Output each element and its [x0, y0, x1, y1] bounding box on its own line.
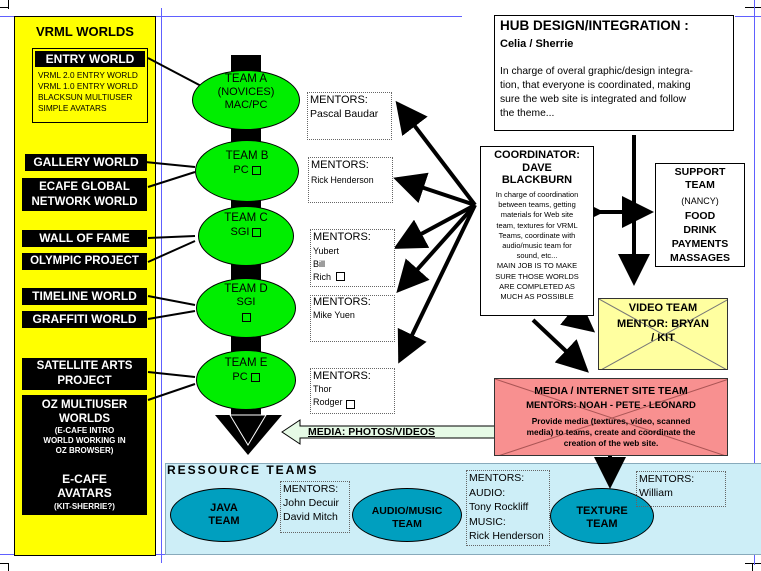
video-team-box	[598, 298, 728, 370]
resource-teams-title: RESSOURCE TEAMS	[167, 463, 319, 477]
corner-mark-top-left-v	[8, 0, 9, 9]
team-c-ellipse	[198, 206, 294, 266]
guide-line-top	[0, 16, 462, 17]
corner-mark-bottom-left	[0, 563, 9, 564]
guide-line-top-right	[735, 16, 761, 17]
coordinator-box	[480, 146, 594, 316]
team-c-sub-wrap: SGI	[198, 226, 294, 238]
media-arrow-label: MEDIA: PHOTOS/VIDEOS	[308, 426, 435, 438]
team-b-mentors-box	[308, 157, 393, 203]
texture-team-mentors: MENTORS: William	[636, 471, 726, 507]
team-c-mentors: Yubert Bill Rich	[313, 246, 340, 282]
team-a-name: TEAM A	[224, 73, 268, 85]
media-team-desc: Provide media (textures, video, scanned …	[526, 416, 696, 448]
audio-music-team-ellipse	[352, 488, 462, 542]
support-team-items: FOOD DRINK PAYMENTS MASSAGES	[669, 210, 731, 264]
team-b-marker-icon	[251, 165, 261, 175]
media-team-box	[494, 378, 728, 456]
team-c-marker-icon	[252, 227, 262, 237]
corner-mark-top-right	[745, 7, 761, 8]
media-team-mentors: MENTORS: NOAH - PETE - LEONARD	[526, 400, 696, 411]
team-b-ellipse	[195, 140, 299, 202]
java-team-label: JAVA TEAM	[208, 502, 240, 527]
team-d-marker-wrap	[196, 311, 296, 323]
entry-world-label: ENTRY WORLD	[35, 51, 145, 67]
team-a-sub: (NOVICES) MAC/PC	[217, 86, 275, 111]
team-c-mentors-label: MENTORS:	[313, 231, 371, 243]
olympic-project-label: OLYMPIC PROJECT	[22, 253, 147, 270]
hub-design-title: HUB DESIGN/INTEGRATION :	[500, 18, 689, 33]
team-d-mentors-label: MENTORS:	[313, 296, 371, 308]
hub-design-box	[494, 15, 734, 131]
corner-mark-bottom-right-v	[752, 563, 753, 571]
team-e-mentors-marker	[343, 396, 355, 414]
timeline-world-label: TIMELINE WORLD	[22, 288, 147, 305]
team-a-mentors-box	[307, 92, 392, 140]
team-e-mentors-marker-icon	[346, 400, 355, 410]
oz-worlds-block	[22, 395, 147, 515]
team-e-sub: PC	[232, 371, 248, 383]
team-e-mentors-label: MENTORS:	[313, 370, 371, 382]
support-team-title: SUPPORT TEAM	[674, 166, 726, 191]
ecafe-avatars-title: E-CAFE AVATARS	[57, 472, 112, 500]
team-a-mentors: Pascal Baudar	[310, 108, 379, 120]
vrml-worlds-title: VRML WORLDS	[36, 24, 134, 39]
team-c-mentors-marker-icon	[336, 272, 345, 282]
media-team-cross	[495, 379, 727, 455]
team-e-ellipse	[196, 350, 296, 410]
support-team-name: (NANCY)	[681, 196, 719, 206]
team-b-sub: PC	[233, 164, 249, 176]
team-e-name: TEAM E	[224, 357, 268, 369]
satellite-arts-label: SATELLITE ARTS PROJECT	[22, 358, 147, 390]
team-e-marker-icon	[250, 372, 260, 382]
guide-line-right	[754, 0, 755, 565]
wall-of-fame-label: WALL OF FAME	[22, 230, 147, 247]
team-a-ellipse	[192, 70, 300, 130]
audio-music-team-mentors: MENTORS: AUDIO: Tony Rockliff MUSIC: Ric…	[466, 470, 550, 546]
java-team-mentors: MENTORS: John Decuir David Mitch	[280, 481, 350, 533]
team-d-mentors: Mike Yuen	[313, 310, 355, 320]
hub-design-desc: In charge of overal graphic/design integ…	[500, 66, 693, 119]
team-d-sub: SGI	[236, 296, 256, 308]
video-team-title: VIDEO TEAM	[628, 302, 698, 314]
hub-design-names: Celia / Sherrie	[500, 38, 574, 50]
team-d-ellipse	[196, 278, 296, 338]
oz-worlds-title: OZ MULTIUSER WORLDS	[41, 399, 128, 425]
team-b-mentors: Rick Henderson	[311, 175, 374, 185]
team-e-sub-wrap: PC	[196, 371, 296, 383]
team-c-name: TEAM C	[224, 212, 268, 224]
ecafe-world-label: ECAFE GLOBAL NETWORK WORLD	[22, 178, 147, 211]
team-e-mentors-box	[310, 368, 395, 414]
team-e-mentors: Thor Rodger	[313, 384, 343, 407]
java-team-ellipse	[170, 488, 278, 542]
team-b-mentors-label: MENTORS:	[311, 159, 369, 171]
entry-world-details: VRML 2.0 ENTRY WORLD VRML 1.0 ENTRY WORL…	[38, 70, 138, 113]
video-team-cross	[599, 299, 727, 369]
ecafe-avatars-sub: (KIT-SHERRIE?)	[54, 502, 115, 511]
team-c-sub: SGI	[230, 226, 250, 238]
corner-mark-top-left	[0, 7, 9, 8]
team-b-sub-wrap: PC	[195, 164, 299, 176]
coordinator-title: COORDINATOR: DAVE BLACKBURN	[494, 149, 580, 186]
video-team-mentor: MENTOR: BRYAN / KIT	[617, 318, 709, 344]
oz-worlds-sub: (E-CAFE INTRO WORLD WORKING IN OZ BROWSE…	[43, 426, 126, 455]
gallery-world-label: GALLERY WORLD	[25, 154, 147, 171]
team-d-name: TEAM D	[224, 283, 268, 295]
guide-line-left	[161, 8, 162, 563]
texture-team-label: TEXTURE TEAM	[576, 505, 628, 530]
team-b-name: TEAM B	[225, 150, 269, 162]
corner-mark-bottom-right	[745, 563, 761, 564]
team-a-mentors-label: MENTORS:	[310, 94, 368, 106]
corner-mark-bottom-left-v	[8, 563, 9, 571]
audio-music-team-label: AUDIO/MUSIC TEAM	[371, 505, 443, 530]
support-team-box	[655, 163, 745, 267]
team-d-mentors-box	[310, 295, 395, 342]
graffiti-world-label: GRAFFITI WORLD	[22, 311, 147, 328]
team-c-mentors-box	[310, 229, 395, 287]
team-c-mentors-marker	[333, 268, 345, 286]
team-d-marker-icon	[241, 312, 251, 322]
media-team-title: MEDIA / INTERNET SITE TEAM	[534, 385, 688, 397]
coordinator-desc: In charge of coordination between teams,…	[495, 190, 579, 302]
